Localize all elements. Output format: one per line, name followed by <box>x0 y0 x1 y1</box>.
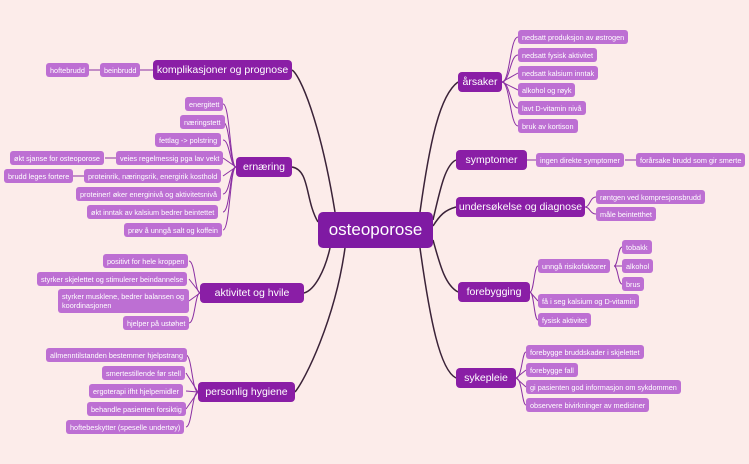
leaf-ernaering-5[interactable]: proteinrik, næringsrik, energirik kostho… <box>84 169 222 183</box>
branch-ernaering[interactable]: ernæring <box>236 157 292 177</box>
branch-arsaker[interactable]: årsaker <box>458 72 502 92</box>
leaf-arsaker-1[interactable]: nedsatt produksjon av østrogen <box>518 30 629 44</box>
leaf-ernaering-2[interactable]: næringstett <box>180 115 225 129</box>
leaf-aktivitet-4[interactable]: hjelper på ustøhet <box>123 316 190 330</box>
link-ernaering <box>291 166 319 223</box>
leaf-hygiene-3[interactable]: ergoterapi ifht hjelpemidler <box>89 384 183 398</box>
branch-sykepleie[interactable]: sykepleie <box>456 368 516 388</box>
leaf-ernaering-7[interactable]: økt inntak av kalsium bedrer beintettet <box>87 205 219 219</box>
leaf-okt-sjanse[interactable]: økt sjanse for osteoporose <box>10 151 104 165</box>
leaf-undersokelse-1[interactable]: røntgen ved kompresjonsbrudd <box>596 190 705 204</box>
branch-komplikasjoner[interactable]: komplikasjoner og prognose <box>153 60 292 80</box>
leaf-hygiene-4[interactable]: behandle pasienten forsiktig <box>87 402 186 416</box>
leaf-arsaker-6[interactable]: bruk av kortison <box>518 119 578 133</box>
leaf-ernaering-3[interactable]: fettlag -> polstring <box>155 133 222 147</box>
leaf-hygiene-1[interactable]: allmenntilstanden bestemmer hjelpstrang <box>46 348 188 362</box>
leaf-arsaker-3[interactable]: nedsatt kalsium inntak <box>518 66 599 80</box>
leaf-ernaering-8[interactable]: prøv å unngå salt og koffein <box>124 223 222 237</box>
leaf-ernaering-6[interactable]: proteiner! øker energinivå og aktivitets… <box>76 187 222 201</box>
leaf-beinbrudd[interactable]: beinbrudd <box>100 63 141 77</box>
link-hygiene <box>294 247 346 393</box>
link-forebygging <box>432 239 459 293</box>
leaf-sykepleie-4[interactable]: observere bivirkninger av medisiner <box>526 398 650 412</box>
branch-forebygging[interactable]: forebygging <box>458 282 530 302</box>
branch-aktivitet[interactable]: aktivitet og hvile <box>200 283 304 303</box>
leaf-hoftebrudd[interactable]: hoftebrudd <box>46 63 89 77</box>
link-sykepleie <box>419 247 457 379</box>
link-symptomer <box>432 159 457 221</box>
leaf-aktivitet-1[interactable]: positivt for hele kroppen <box>103 254 189 268</box>
leaf-forebygging-1[interactable]: få i seg kalsium og D-vitamin <box>538 294 640 308</box>
link-arsaker <box>419 81 459 213</box>
leaf-ernaering-1[interactable]: energitett <box>185 97 224 111</box>
link-aktivitet <box>303 247 331 294</box>
central-topic[interactable]: osteoporose <box>318 212 433 248</box>
leaf-brudd-leges[interactable]: brudd leges fortere <box>4 169 74 183</box>
leaf-sykepleie-2[interactable]: forebygge fall <box>526 363 578 377</box>
branch-undersokelse[interactable]: undersøkelse og diagnose <box>456 197 585 217</box>
leaf-ernaering-4[interactable]: veies regelmessig pga lav vekt <box>116 151 224 165</box>
leaf-forebygging-2[interactable]: fysisk aktivitet <box>538 313 592 327</box>
branch-hygiene[interactable]: personlig hygiene <box>198 382 295 402</box>
leaf-aktivitet-3[interactable]: styrker musklene, bedrer balansen og koo… <box>58 289 189 313</box>
main-branch-lines <box>291 69 459 393</box>
leaf-arsaker-5[interactable]: lavt D-vitamin nivå <box>518 101 586 115</box>
leaf-aktivitet-2[interactable]: styrker skjelettet og stimulerer beindan… <box>37 272 188 286</box>
leaf-tobakk[interactable]: tobakk <box>622 240 652 254</box>
branch-symptomer[interactable]: symptomer <box>456 150 527 170</box>
leaf-arsaker-4[interactable]: alkohol og røyk <box>518 83 576 97</box>
leaf-sykepleie-1[interactable]: forebygge bruddskader i skjelettet <box>526 345 644 359</box>
leaf-lines <box>73 36 636 428</box>
leaf-symptomer-1[interactable]: ingen direkte symptomer <box>536 153 624 167</box>
leaf-symptomer-2[interactable]: forårsake brudd som gir smerte <box>636 153 746 167</box>
leaf-brus[interactable]: brus <box>622 277 645 291</box>
link-komplikasjoner <box>291 69 336 213</box>
leaf-hygiene-2[interactable]: smertestillende før stell <box>102 366 186 380</box>
leaf-unnga-risikofaktorer[interactable]: unngå risikofaktorer <box>538 259 611 273</box>
link-undersokelse <box>432 206 457 227</box>
leaf-alkohol[interactable]: alkohol <box>622 259 654 273</box>
leaf-undersokelse-2[interactable]: måle beintetthet <box>596 207 656 221</box>
leaf-arsaker-2[interactable]: nedsatt fysisk aktivitet <box>518 48 597 62</box>
leaf-hygiene-5[interactable]: hoftebeskytter (speselle undertøy) <box>66 420 185 434</box>
leaf-sykepleie-3[interactable]: gi pasienten god informasjon om sykdomme… <box>526 380 681 394</box>
